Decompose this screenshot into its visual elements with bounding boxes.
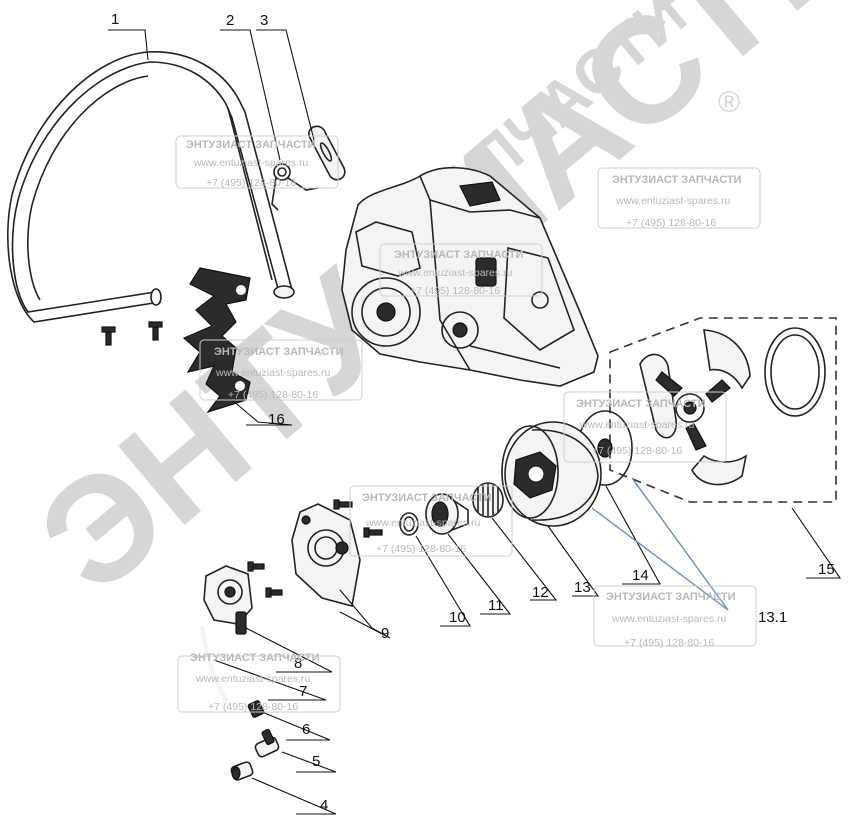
cover-screw-4 — [265, 587, 283, 598]
part-3-link — [308, 125, 346, 181]
watermark-box-phone: +7 (495) 128-80-16 — [206, 177, 296, 189]
watermark-box-url: www.entuziast-spares.ru — [615, 195, 731, 207]
part-5-oil-filter — [254, 729, 280, 758]
watermark-box-title: ЭНТУЗИАСТ ЗАПЧАСТИ — [362, 492, 492, 504]
engine-housing — [341, 166, 599, 387]
watermark-box-5: ЭНТУЗИАСТ ЗАПЧАСТИ www.entuziast-spares.… — [563, 391, 727, 463]
part-8-oil-pump — [203, 565, 253, 635]
part-15-clutch-assembly — [609, 317, 837, 503]
handle-screw-left — [101, 326, 116, 346]
callout-10: 10 — [449, 609, 466, 626]
callout-9: 9 — [381, 625, 389, 642]
watermark-box-phone: +7 (495) 128-80-16 — [626, 217, 716, 229]
watermark-box-url: www.entuziast-spares.ru — [193, 157, 309, 169]
watermark-box-title: ЭНТУЗИАСТ ЗАПЧАСТИ — [190, 652, 320, 664]
callout-8: 8 — [294, 655, 302, 672]
watermark-box-title: ЭНТУЗИАСТ ЗАПЧАСТИ — [612, 174, 742, 186]
watermark-box-url: www.entuziast-spares.ru — [397, 267, 513, 279]
watermark-box-url: www.entuziast-spares.ru — [611, 613, 727, 625]
watermark-box-title: ЭНТУЗИАСТ ЗАПЧАСТИ — [394, 249, 524, 261]
cover-screw-3 — [247, 561, 265, 572]
watermark-box-phone: +7 (495) 128-80-16 — [208, 701, 298, 713]
watermark-box-title: ЭНТУЗИАСТ ЗАПЧАСТИ — [214, 346, 344, 358]
watermark-box-url: www.entuziast-spares.ru — [579, 419, 695, 431]
watermark-box-phone: +7 (495) 128-80-16 — [376, 543, 466, 555]
watermark-box-8: ЭНТУЗИАСТ ЗАПЧАСТИ www.entuziast-spares.… — [177, 652, 341, 713]
part-9-cover-plate — [247, 499, 383, 607]
callout-7: 7 — [299, 683, 307, 700]
part-10-ring — [399, 512, 419, 536]
callout-11: 11 — [488, 597, 504, 614]
watermark-box-url: www.entuziast-spares.ru — [365, 517, 481, 529]
watermark-box-title: ЭНТУЗИАСТ ЗАПЧАСТИ — [576, 398, 706, 410]
watermark-box-1: ЭНТУЗИАСТ ЗАПЧАСТИ www.entuziast-spares.… — [175, 135, 339, 189]
watermark-box-url: www.entuziast-spares.ru — [195, 673, 311, 685]
part-11-worm-gear — [425, 493, 469, 535]
cover-screw-2 — [363, 527, 383, 538]
watermark-box-6: ЭНТУЗИАСТ ЗАПЧАСТИ www.entuziast-spares.… — [349, 485, 513, 557]
callout-13: 13 — [574, 579, 591, 596]
watermark-box-title: ЭНТУЗИАСТ ЗАПЧАСТИ — [186, 139, 316, 151]
handle-screw-right — [148, 321, 163, 341]
callout-4: 4 — [320, 797, 328, 814]
watermark-box-url: www.entuziast-spares.ru — [215, 367, 331, 379]
part-7-oil-hose — [200, 625, 228, 702]
cover-screw-1 — [333, 499, 353, 510]
watermark-box-2: ЭНТУЗИАСТ ЗАПЧАСТИ www.entuziast-spares.… — [597, 167, 761, 229]
leader-lines — [108, 29, 842, 815]
callout-6: 6 — [302, 721, 310, 738]
callout-5: 5 — [312, 753, 320, 770]
watermark-registered: ® — [718, 86, 740, 119]
part-1-front-handle — [7, 51, 295, 346]
watermark-box-phone: +7 (495) 128-80-16 — [228, 389, 318, 401]
part-4-plug — [230, 761, 254, 781]
callout-12: 12 — [532, 584, 549, 601]
part-2-spring — [271, 163, 319, 211]
watermark-box-4: ЭНТУЗИАСТ ЗАПЧАСТИ www.entuziast-spares.… — [379, 243, 543, 297]
watermark-box-phone: +7 (495) 128-80-16 — [624, 637, 714, 649]
watermark-box-phone: +7 (495) 128-80-16 — [410, 285, 500, 297]
watermark-box-3: ЭНТУЗИАСТ ЗАПЧАСТИ www.entuziast-spares.… — [199, 339, 363, 401]
watermark-box-phone: +7 (495) 128-80-16 — [592, 445, 682, 457]
watermark-box-title: ЭНТУЗИАСТ ЗАПЧАСТИ — [606, 591, 736, 603]
part-13-clutch-drum — [501, 421, 602, 527]
callout-16: 16 — [268, 411, 285, 428]
callout-13-1: 13.1 — [758, 609, 787, 626]
callout-1: 1 — [111, 11, 119, 28]
part-12-needle-bearing — [472, 482, 504, 518]
callout-14: 14 — [632, 567, 649, 584]
callout-labels: 1 2 3 4 5 6 7 8 9 10 11 12 13 13.1 14 15… — [111, 11, 835, 814]
callout-15: 15 — [818, 561, 835, 578]
watermark-box-7: ЭНТУЗИАСТ ЗАПЧАСТИ www.entuziast-spares.… — [593, 585, 757, 649]
callout-2: 2 — [226, 12, 234, 29]
callout-3: 3 — [260, 12, 268, 29]
